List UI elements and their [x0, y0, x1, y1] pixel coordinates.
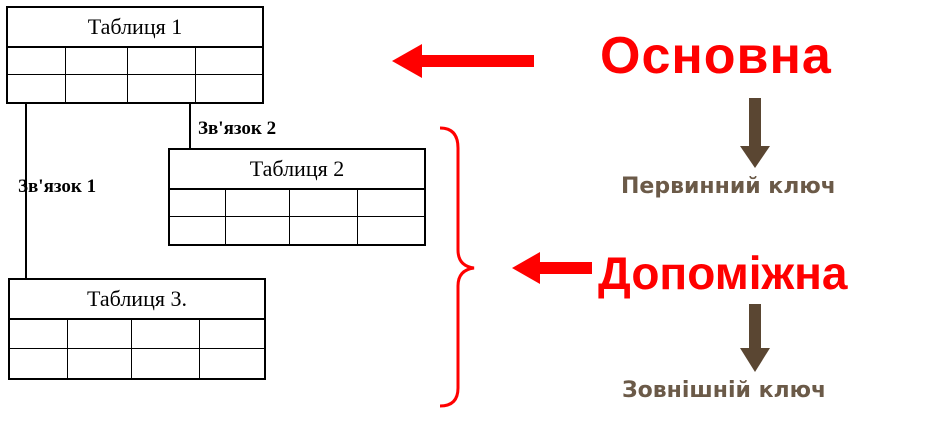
auxiliary-table-label: Допоміжна: [598, 247, 848, 299]
brown-down-arrow-icon: [740, 304, 770, 372]
primary-key-label: Первинний ключ: [621, 174, 836, 199]
red-arrow-main-icon: [392, 44, 534, 78]
table-1: Таблиця 1: [6, 6, 264, 104]
link-2-label: Зв'язок 2: [198, 118, 277, 139]
foreign-key-label: Зовнішній ключ: [622, 378, 827, 403]
table-3: Таблиця 3.: [8, 278, 266, 380]
table-3-title: Таблиця 3.: [10, 280, 264, 320]
main-table-label: Основна: [600, 27, 832, 85]
table-2: Таблиця 2: [168, 148, 426, 246]
red-arrow-aux-icon: [512, 252, 592, 284]
red-brace-icon: [439, 126, 475, 408]
table-1-title: Таблиця 1: [8, 8, 262, 48]
table-2-title: Таблиця 2: [170, 150, 424, 190]
brown-down-arrow-icon: [740, 98, 770, 168]
link-1-label: Зв'язок 1: [18, 176, 97, 197]
